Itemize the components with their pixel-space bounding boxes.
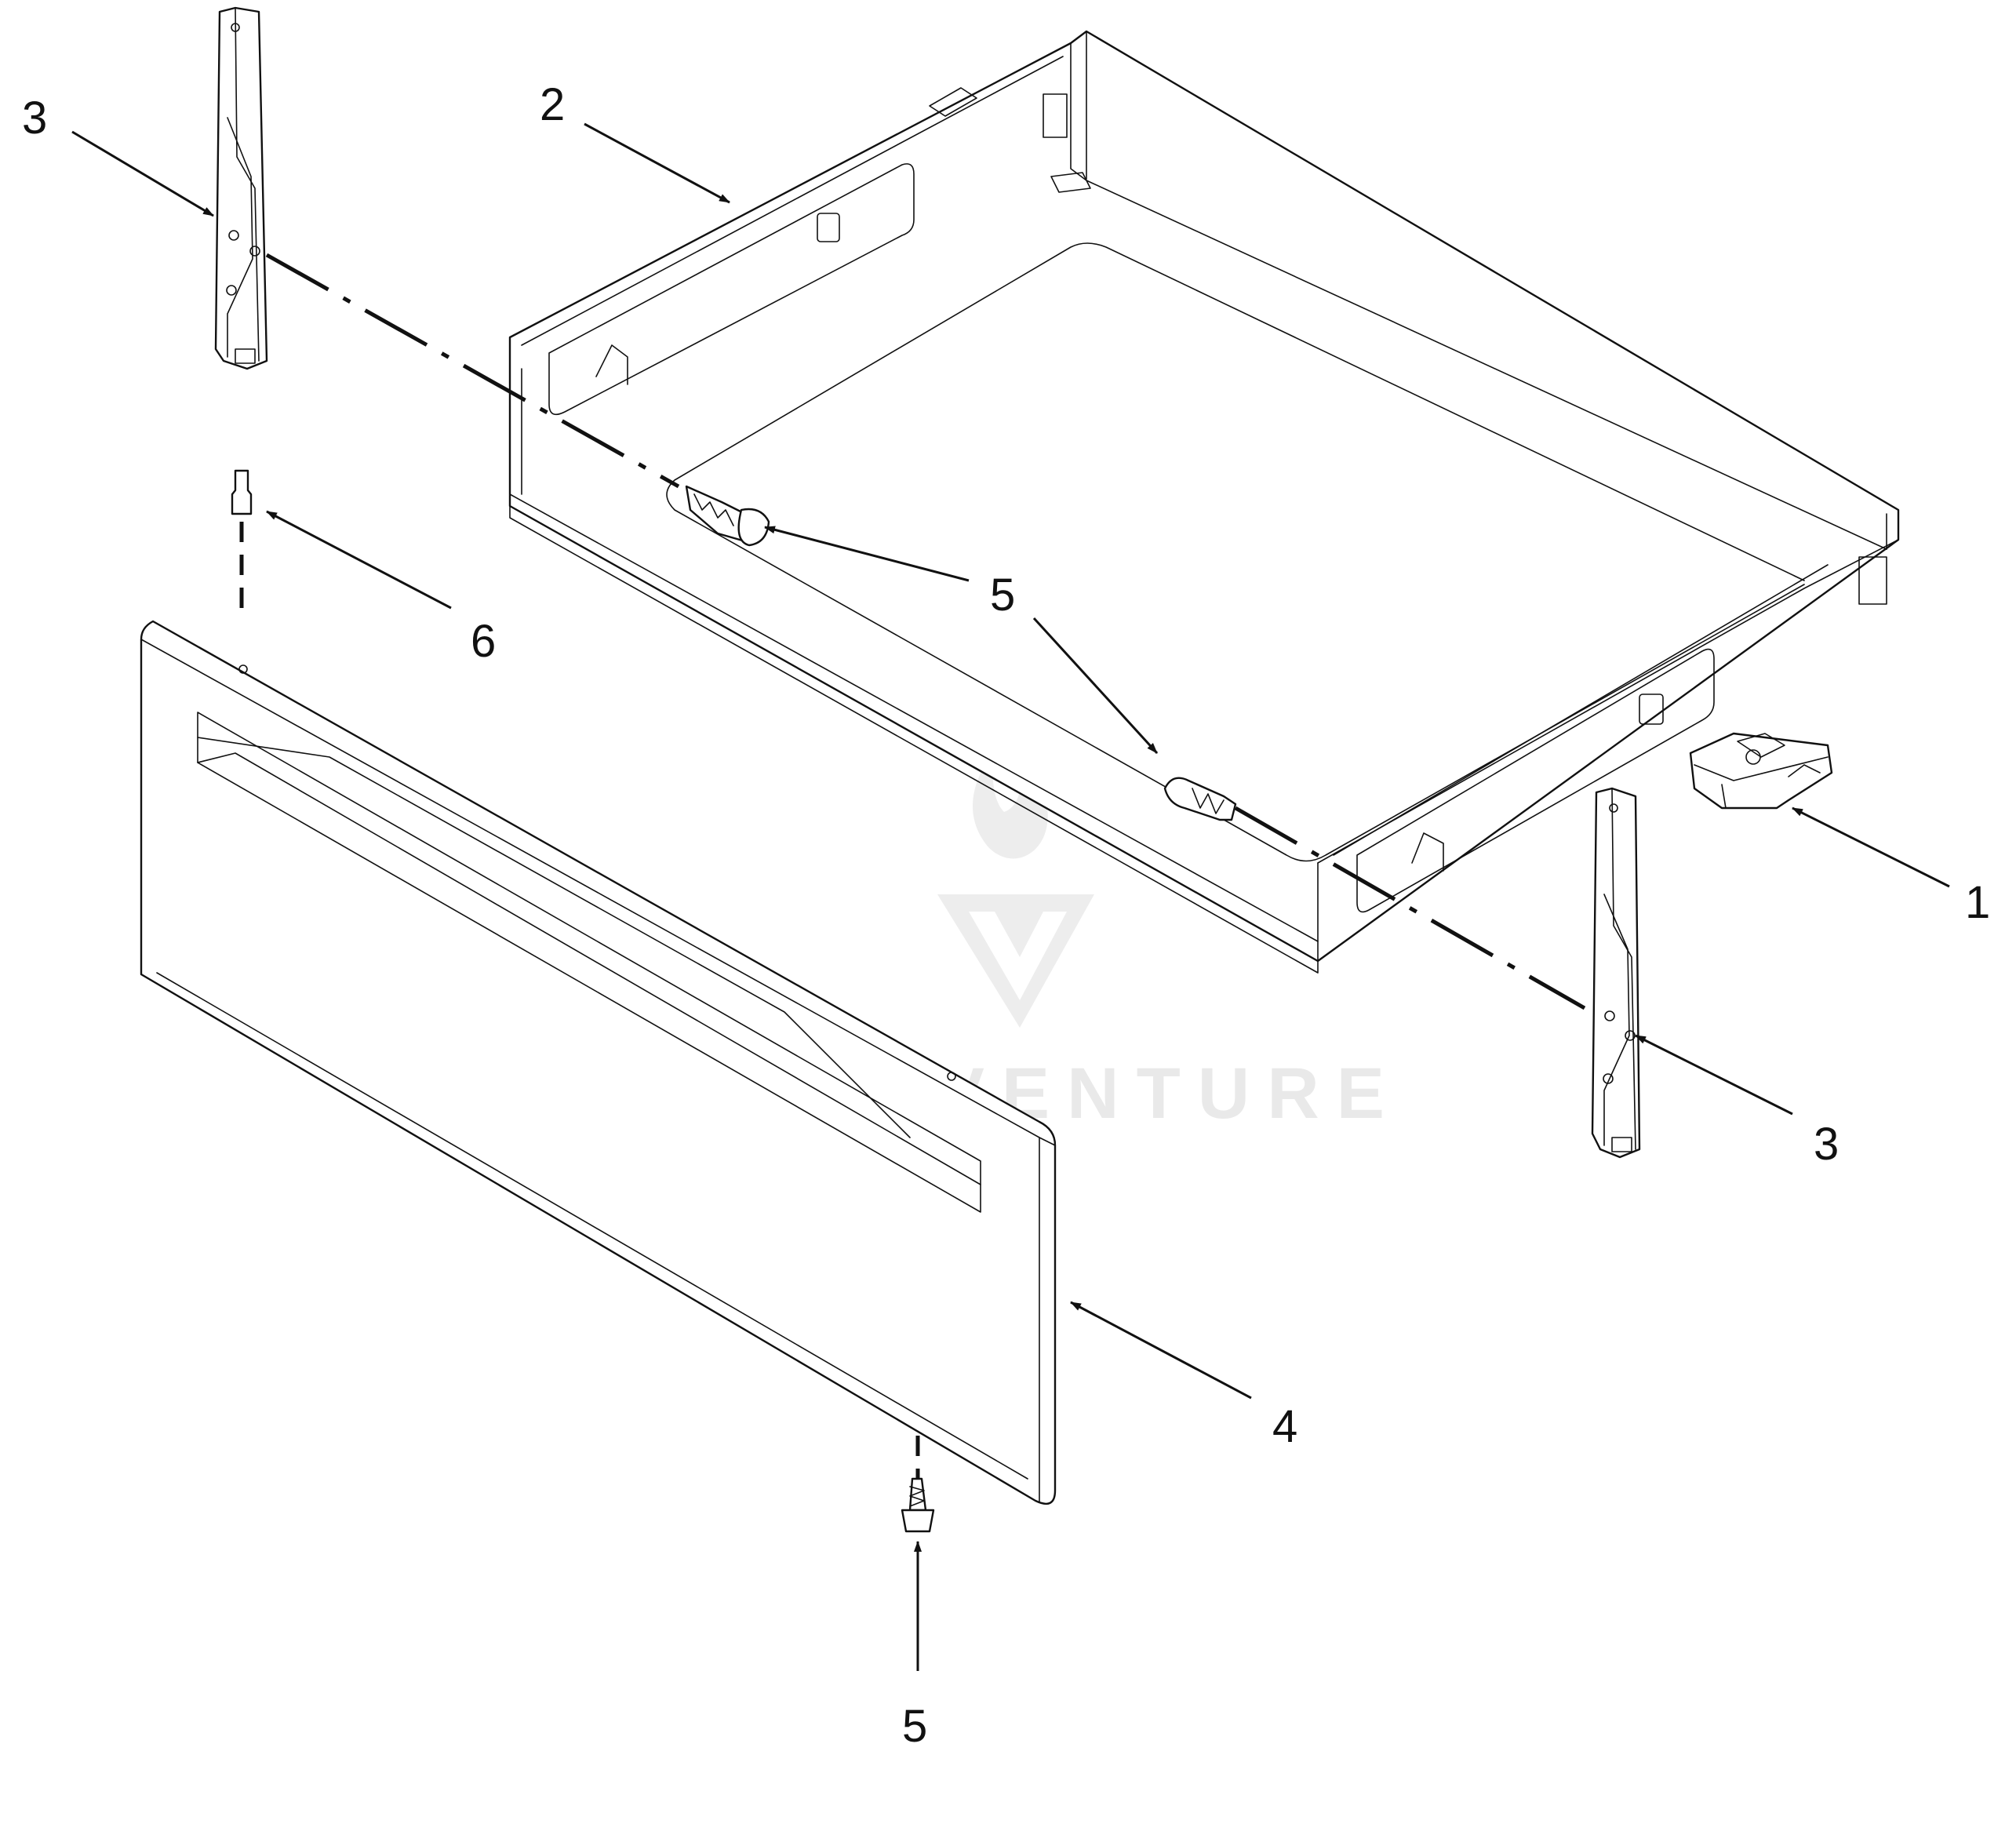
slide-bracket-left [214, 6, 268, 370]
leader-1 [1792, 806, 1950, 888]
callout-2: 2 [540, 79, 565, 130]
callout-6: 6 [471, 616, 496, 667]
leader-6 [266, 510, 452, 610]
leader-3-right [1635, 1034, 1793, 1116]
callout-1: 1 [1965, 877, 1990, 928]
leader-arrows [71, 122, 1950, 1671]
callout-labels: 1 2 3 3 4 5 5 6 [22, 79, 1990, 1752]
assembly-lines [239, 253, 1586, 1479]
drawer-front-panel [140, 620, 1057, 1505]
watermark-v-logo-icon [937, 894, 1094, 1028]
callout-3-right: 3 [1814, 1119, 1839, 1170]
screw-bottom [901, 1477, 935, 1533]
leader-5-center-b [1032, 617, 1159, 755]
leader-2 [584, 122, 730, 204]
callout-4: 4 [1272, 1401, 1297, 1452]
pin-top [231, 469, 253, 515]
callout-3-left: 3 [22, 93, 47, 144]
drawer-body [508, 30, 1900, 974]
callout-5-center: 5 [990, 570, 1015, 621]
leader-5-center-a [764, 526, 970, 582]
drawer-clip [1689, 732, 1833, 810]
screw-center-right [1163, 777, 1237, 821]
leader-4 [1070, 1301, 1252, 1400]
callout-5-bottom: 5 [902, 1701, 927, 1752]
leader-3-left [71, 130, 214, 217]
slide-bracket-right [1591, 787, 1641, 1159]
screw-center-left [685, 485, 770, 547]
